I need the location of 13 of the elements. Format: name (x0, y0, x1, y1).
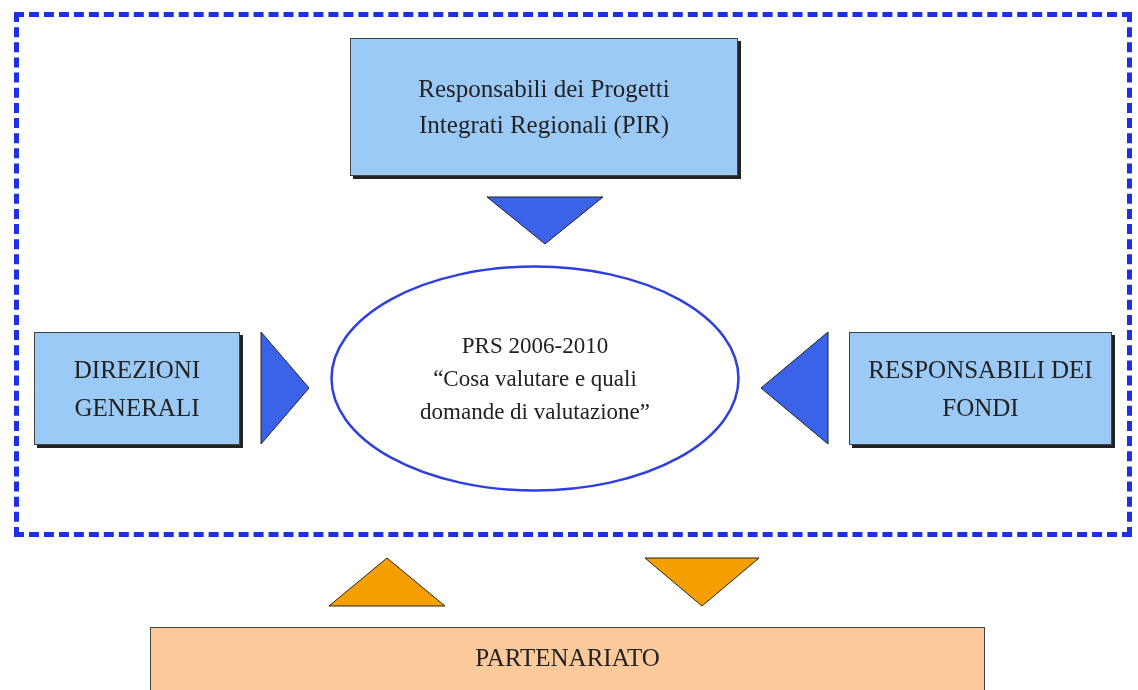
label-box: PARTENARIATO (150, 627, 985, 690)
ellipse-node (330, 265, 740, 492)
arrow (486, 196, 604, 245)
arrow (260, 331, 310, 445)
arrow (760, 331, 829, 445)
ellipse-text: PRS 2006-2010 (461, 332, 609, 360)
label-box: RESPONSABILI DEI FONDI (849, 332, 1112, 445)
arrow (328, 557, 446, 607)
arrow (644, 557, 760, 607)
label-box: DIREZIONI GENERALI (34, 332, 240, 445)
ellipse-text: “Cosa valutare e quali domande di valutazione” (419, 365, 651, 426)
label-box: Responsabili dei Progetti Integrati Regionali (PIR) (350, 38, 738, 176)
dashed-group-frame (14, 12, 1132, 537)
